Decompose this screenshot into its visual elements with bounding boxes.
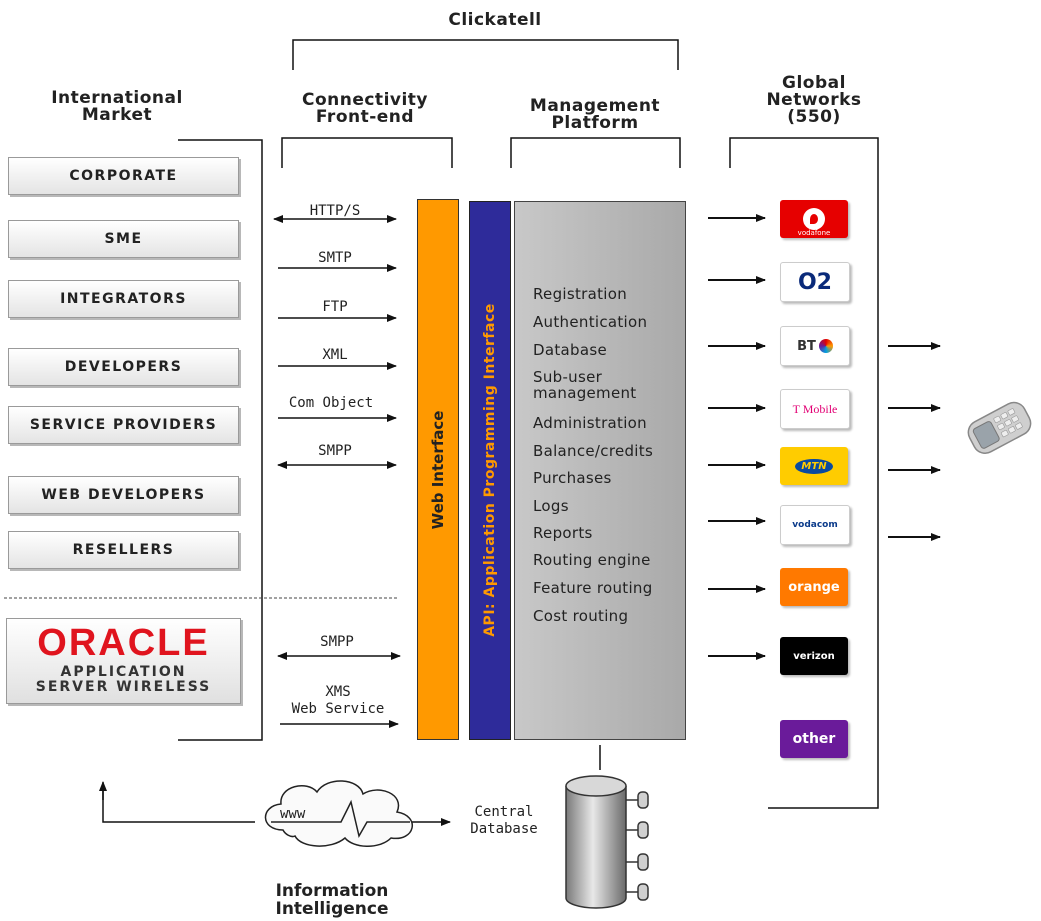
market-item-service-providers: SERVICE PROVIDERS (8, 406, 239, 444)
information-intelligence-label: Information Intelligence (275, 881, 389, 919)
column-header-networks: Global Networks (550) (766, 73, 862, 127)
feature-registration: Registration (533, 285, 628, 303)
web-interface-label: Web Interface (429, 410, 447, 530)
network-logo-other: other (780, 720, 848, 758)
column-header-platform: Management Platform (529, 96, 661, 133)
api-label: API: Application Programming Interface (482, 303, 498, 637)
protocol-label-smtp: SMTP (318, 250, 352, 266)
column-header-frontend: Connectivity Front-end (301, 90, 429, 127)
web-interface-bar: Web Interface (417, 199, 459, 740)
central-database-label: Central Database (470, 804, 538, 837)
feature-sub-user: Sub-user management (533, 368, 637, 402)
oracle-box: ORACLE APPLICATION SERVER WIRELESS (6, 618, 241, 704)
www-cloud-icon (264, 780, 414, 847)
market-item-sme: SME (8, 220, 239, 258)
feature-balance: Balance/credits (533, 442, 654, 460)
network-name-verizon: verizon (793, 650, 835, 662)
oracle-protocol-xms: XMS Web Service (291, 684, 385, 717)
network-name-o2: O2 (797, 269, 832, 295)
network-name-vodacom: vodacom (792, 520, 838, 530)
feature-authentication: Authentication (533, 313, 648, 331)
feature-reports: Reports (533, 524, 593, 542)
network-name-mtn: MTN (795, 458, 833, 474)
oracle-line1: APPLICATION (60, 664, 187, 680)
network-logo-o2: O2 (780, 262, 850, 302)
network-logo-vodacom: vodacom (780, 505, 850, 545)
network-name-tmobile: T Mobile (792, 401, 838, 416)
market-item-corporate: CORPORATE (8, 157, 239, 195)
market-item-web-developers: WEB DEVELOPERS (8, 476, 239, 514)
vodafone-icon (803, 208, 825, 230)
network-logo-bt: BT (780, 326, 850, 366)
protocol-label-com-object: Com Object (288, 395, 374, 411)
market-item-developers: DEVELOPERS (8, 348, 239, 386)
network-logo-orange: orange (780, 568, 848, 606)
network-logo-vodafone: vodafone (780, 200, 848, 238)
feature-purchases: Purchases (533, 469, 612, 487)
feature-database: Database (533, 341, 607, 359)
feature-cost-routing: Cost routing (533, 607, 629, 625)
mobile-phone-icon (967, 401, 1032, 454)
feature-routing-engine: Routing engine (533, 551, 651, 569)
feature-administration: Administration (533, 414, 647, 432)
network-name-other: other (792, 731, 836, 747)
network-name-vodafone: vodafone (797, 229, 831, 237)
network-logo-verizon: verizon (780, 637, 848, 675)
market-item-integrators: INTEGRATORS (8, 280, 239, 318)
protocol-label-ftp: FTP (322, 299, 348, 315)
protocol-label-xml: XML (322, 347, 348, 363)
oracle-line2: SERVER WIRELESS (35, 679, 212, 695)
top-title: Clickatell (448, 10, 542, 30)
network-name-orange: orange (788, 579, 840, 595)
api-bar: API: Application Programming Interface (469, 201, 511, 740)
bt-globe-icon (818, 339, 833, 353)
oracle-protocol-smpp: SMPP (320, 634, 354, 650)
market-item-resellers: RESELLERS (8, 531, 239, 569)
feature-logs: Logs (533, 497, 569, 515)
feature-feature-routing: Feature routing (533, 579, 653, 597)
oracle-logo: ORACLE (37, 622, 210, 664)
www-label: www (280, 806, 306, 822)
management-platform-box (514, 201, 686, 740)
column-header-market: International Market (51, 88, 183, 125)
network-logo-mtn: MTN (780, 447, 848, 485)
central-database-icon (565, 775, 649, 909)
protocol-label-https: HTTP/S (309, 203, 361, 219)
protocol-label-smpp: SMPP (318, 443, 352, 459)
network-name-bt: BT (797, 338, 816, 354)
network-logo-tmobile: T Mobile (780, 389, 850, 429)
